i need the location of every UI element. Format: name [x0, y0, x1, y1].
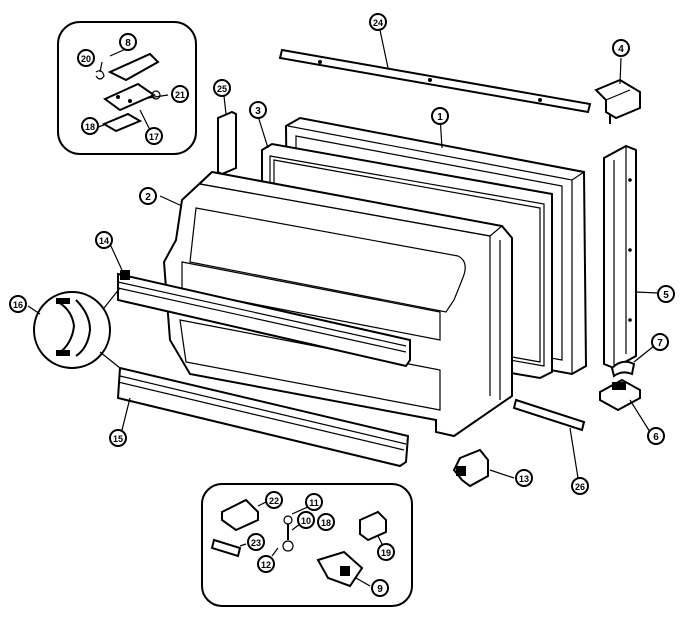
callout-label-9: 9: [377, 584, 383, 595]
part-19-stop: [359, 510, 387, 542]
part-24-top-bar: [278, 29, 592, 114]
part-4-top-hinge: [594, 57, 641, 124]
callout-22: 22: [265, 491, 283, 509]
callout-label-11: 11: [309, 498, 319, 508]
part-19-shim: [101, 112, 143, 133]
callout-5: 5: [657, 285, 675, 303]
callout-label-16: 16: [13, 300, 23, 310]
callout-label-18a: 18: [85, 122, 95, 132]
callout-label-8: 8: [125, 38, 131, 49]
callout-label-4: 4: [618, 44, 624, 55]
part-20-screw: [95, 70, 105, 80]
callout-19: 19: [377, 543, 395, 561]
callout-20: 20: [77, 49, 95, 67]
callout-21: 21: [171, 85, 189, 103]
callout-24: 24: [369, 13, 387, 31]
hinge-inset-frame: [57, 21, 197, 155]
part-17-hinge-plate: [103, 82, 157, 112]
callout-label-21: 21: [175, 90, 185, 100]
callout-10: 10: [297, 511, 315, 529]
callout-label-23: 23: [251, 538, 261, 548]
part-13-bracket: [452, 448, 515, 488]
part-21-washer: [151, 90, 161, 100]
part-11-screw: [283, 515, 293, 525]
part-22-clip: [221, 498, 259, 532]
callout-11: 11: [305, 493, 323, 511]
callout-13: 13: [515, 469, 533, 487]
part-6-bottom-hinge: [599, 378, 651, 433]
callout-4: 4: [612, 39, 630, 57]
callout-23: 23: [247, 533, 265, 551]
callout-3: 3: [249, 101, 267, 119]
callout-label-15: 15: [113, 434, 123, 444]
callout-label-10: 10: [301, 516, 311, 526]
part-23-spacer: [210, 538, 242, 558]
callout-9: 9: [371, 579, 389, 597]
part-7-hinge-pin: [610, 345, 655, 378]
hardware-inset-box: [201, 483, 413, 607]
callout-17: 17: [145, 127, 163, 145]
part-16-detail-magnifier: [27, 287, 121, 369]
callout-18b: 18: [317, 513, 335, 531]
callout-25: 25: [213, 79, 231, 97]
callout-label-5: 5: [663, 290, 669, 301]
hardware-inset-frame: [201, 483, 413, 607]
callout-label-12: 12: [261, 560, 271, 570]
part-2-inner-liner: [159, 170, 513, 438]
part-15-bottom-shelf: [116, 366, 410, 468]
part-12-washer: [282, 540, 294, 552]
callout-label-13: 13: [519, 474, 529, 484]
callout-label-17: 17: [149, 132, 159, 142]
callout-16: 16: [9, 295, 27, 313]
callout-2: 2: [139, 187, 157, 205]
callout-15: 15: [109, 429, 127, 447]
callout-label-18b: 18: [321, 518, 331, 528]
callout-18a: 18: [81, 117, 99, 135]
callout-label-22: 22: [269, 496, 279, 506]
callout-label-3: 3: [255, 106, 261, 117]
callout-6: 6: [647, 427, 665, 445]
callout-label-20: 20: [81, 54, 91, 64]
callout-label-2: 2: [145, 192, 151, 203]
callout-7: 7: [651, 333, 669, 351]
callout-8: 8: [119, 33, 137, 51]
callout-label-26: 26: [575, 482, 585, 492]
callout-14: 14: [95, 231, 113, 249]
callout-label-19: 19: [381, 548, 391, 558]
callout-label-24: 24: [373, 18, 383, 28]
callout-12: 12: [257, 555, 275, 573]
part-8-hinge-cover: [107, 52, 160, 82]
part-25-trim-strip: [217, 95, 237, 176]
callout-1: 1: [431, 107, 449, 125]
part-14-door-shelf: [109, 243, 411, 368]
callout-label-25: 25: [217, 84, 227, 94]
callout-label-14: 14: [99, 236, 109, 246]
part-26-bottom-trim: [512, 398, 586, 479]
part-5-side-strip: [603, 144, 659, 370]
callout-26: 26: [571, 477, 589, 495]
callout-label-7: 7: [657, 338, 663, 349]
callout-label-1: 1: [437, 112, 443, 123]
callout-label-6: 6: [653, 432, 659, 443]
